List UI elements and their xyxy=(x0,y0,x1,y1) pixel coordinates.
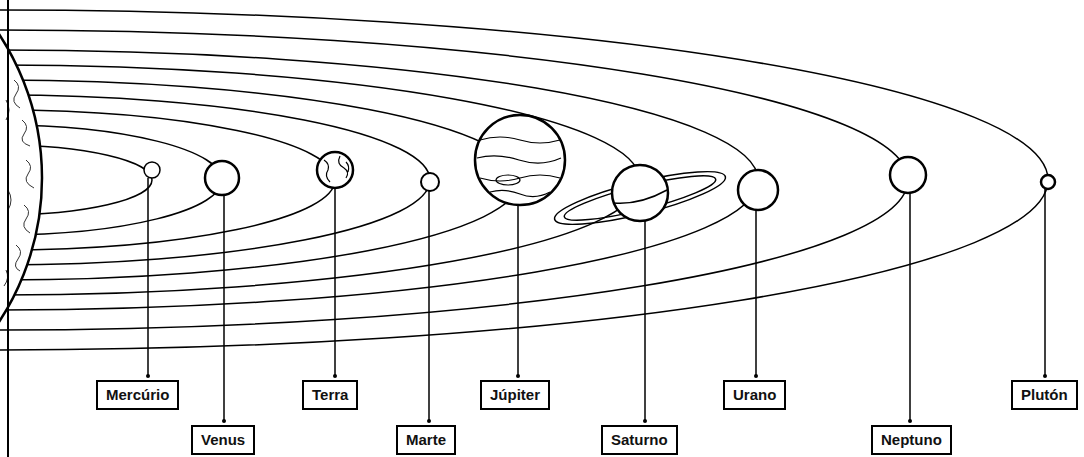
orbits xyxy=(0,10,1048,350)
leader-line xyxy=(644,221,646,421)
orbit xyxy=(0,80,520,280)
uranus-planet xyxy=(738,170,778,210)
leader-line xyxy=(334,188,336,376)
leader-line xyxy=(428,191,430,421)
leader-dots xyxy=(146,374,1047,423)
jupiter-bands xyxy=(477,137,561,197)
mercury-planet xyxy=(144,162,160,178)
orbit xyxy=(0,95,430,265)
mars-planet xyxy=(421,173,439,191)
planet-name: Neptuno xyxy=(881,431,942,449)
leader-line xyxy=(517,205,519,376)
planet-name: Terra xyxy=(312,386,348,404)
saturn-planet xyxy=(612,165,668,221)
sun xyxy=(0,0,42,440)
orbit xyxy=(0,10,1048,350)
leader-lines xyxy=(148,178,1045,421)
frame-line xyxy=(7,0,9,457)
planet-label-box: Venus xyxy=(191,425,255,455)
pluto-planet xyxy=(1041,175,1055,189)
orbit xyxy=(0,65,640,295)
earth-continents xyxy=(324,156,349,182)
venus-planet xyxy=(205,161,239,195)
jupiter-planet xyxy=(475,115,565,205)
neptune-planet xyxy=(890,157,926,193)
leader-line xyxy=(1044,189,1046,376)
planet-name: Plutón xyxy=(1021,386,1068,404)
planet-label-box: Saturno xyxy=(601,425,678,455)
planet-label-box: Urano xyxy=(723,380,786,410)
planets xyxy=(144,115,1055,235)
planet-label-box: Júpiter xyxy=(480,380,550,410)
planet-name: Marte xyxy=(406,431,446,449)
planet-name: Mercúrio xyxy=(106,386,169,404)
planet-label-box: Mercúrio xyxy=(96,380,179,410)
planet-name: Júpiter xyxy=(490,386,540,404)
planet-name: Urano xyxy=(733,386,776,404)
planet-name: Saturno xyxy=(611,431,668,449)
saturn-ring xyxy=(551,161,730,235)
planet-label-box: Neptuno xyxy=(871,425,952,455)
leader-line xyxy=(755,210,757,376)
leader-line xyxy=(223,195,225,421)
leader-line xyxy=(147,178,149,376)
orbit xyxy=(0,30,908,330)
saturn-ring-front xyxy=(614,190,667,203)
planet-label-box: Terra xyxy=(302,380,358,410)
earth-planet xyxy=(317,152,353,188)
leader-line xyxy=(909,193,911,421)
jupiter-spot xyxy=(496,175,520,185)
planet-label-box: Marte xyxy=(396,425,456,455)
planet-name: Venus xyxy=(201,431,245,449)
orbit xyxy=(0,110,335,250)
planet-label-box: Plutón xyxy=(1011,380,1078,410)
sun-disc xyxy=(0,0,42,440)
